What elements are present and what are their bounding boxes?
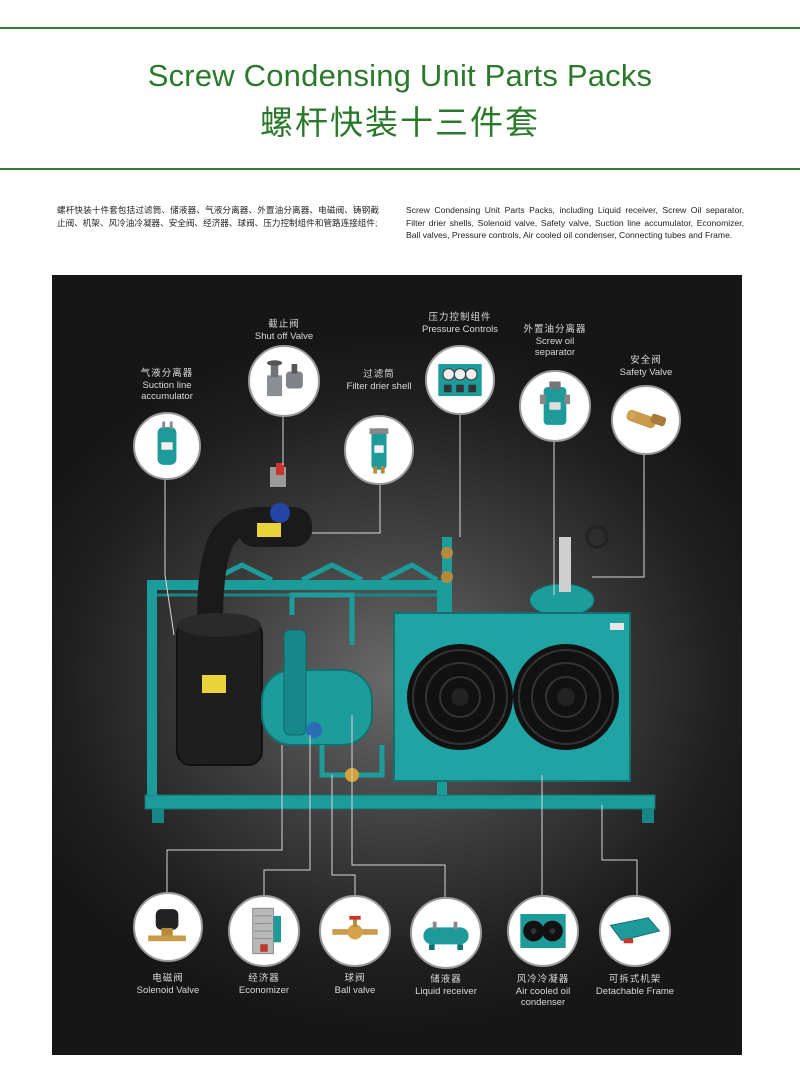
safety-valve-circle xyxy=(611,385,681,455)
oil-separator-icon xyxy=(539,381,571,425)
solenoid-valve-icon xyxy=(148,909,186,942)
oil-separator-circle xyxy=(519,370,591,442)
ball-valve-circle xyxy=(319,895,391,967)
pressure-controls-icon xyxy=(438,363,482,397)
page-title-en: Screw Condensing Unit Parts Packs xyxy=(147,58,653,93)
safety-valve-icon xyxy=(626,409,667,429)
liquid-receiver-circle xyxy=(410,897,482,969)
page-title-cn: 螺杆快装十三件套 xyxy=(260,103,540,142)
solenoid-valve-circle xyxy=(133,892,203,962)
air-cooled-condenser-icon xyxy=(520,914,566,948)
detachable-frame-circle xyxy=(599,895,671,967)
bottom-divider xyxy=(0,168,800,170)
liquid-receiver-icon xyxy=(423,921,469,950)
filter-drier-icon xyxy=(369,428,389,474)
ball-valve-icon xyxy=(332,915,378,940)
economizer-circle xyxy=(228,895,300,967)
shutoff-valve-icon xyxy=(267,360,303,397)
condensing-unit-illustration xyxy=(144,412,656,897)
pressure-controls-circle xyxy=(425,345,495,415)
intro-text-en: Screw Condensing Unit Parts Packs, inclu… xyxy=(406,205,744,240)
intro-text-cn: 螺杆快装十件套包括过滤筒、储液器、气液分离器、外置油分离器、电磁阀、铸钢截止阀、… xyxy=(57,205,379,228)
filter-drier-circle xyxy=(344,415,414,485)
detachable-frame-icon xyxy=(609,917,661,944)
top-divider xyxy=(0,27,800,29)
shutoff-valve-circle xyxy=(248,345,320,417)
accumulator-icon xyxy=(157,421,177,465)
accumulator-circle xyxy=(133,412,201,480)
air-cooled-condenser-circle xyxy=(507,895,579,967)
economizer-icon xyxy=(252,907,281,955)
